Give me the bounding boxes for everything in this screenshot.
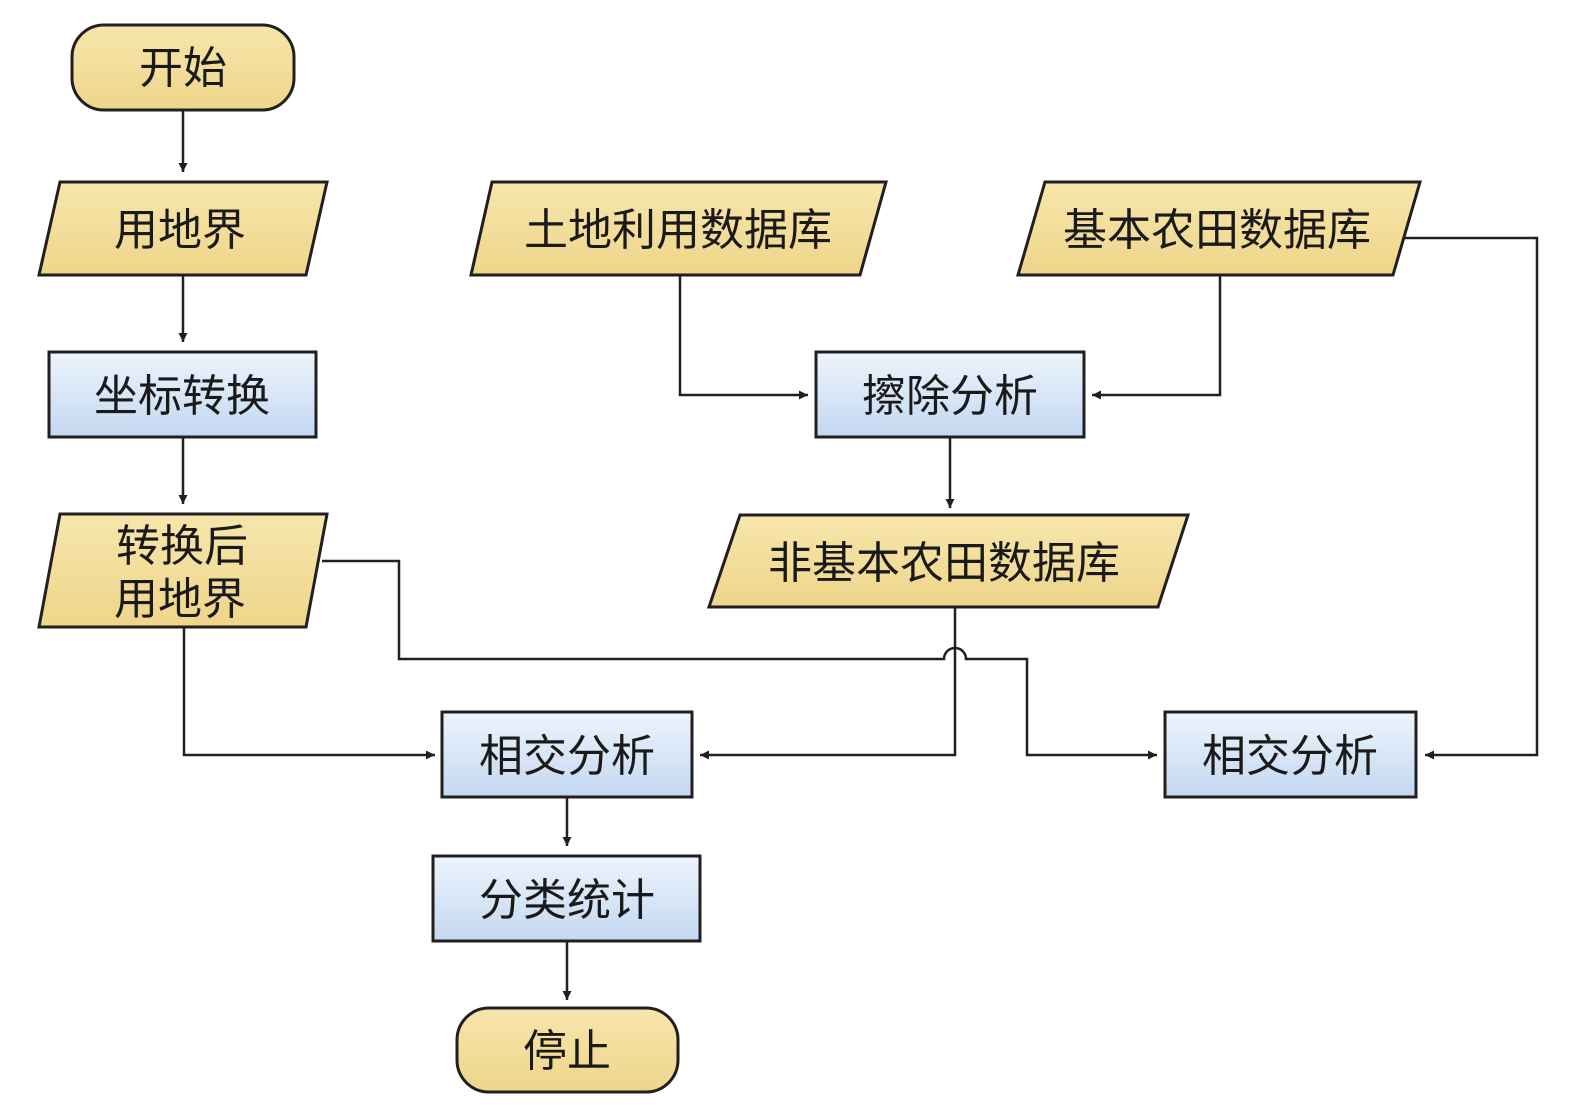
arrow-landuse-db-to-erase (678, 276, 808, 400)
coord-transform-label: 坐标转换 (94, 371, 270, 422)
arrow-farmland-db-to-intersect-right (1405, 236, 1539, 760)
converted-boundary-label-line1: 转换后 (116, 521, 248, 572)
classify-stats-label: 分类统计 (479, 875, 655, 926)
basic-farmland-db-label: 基本农田数据库 (1063, 205, 1371, 256)
connectors (178, 110, 1539, 1000)
start-node: 开始 (70, 23, 296, 112)
erase-analysis-node: 擦除分析 (814, 350, 1086, 439)
arrow-converted-to-intersect-left (182, 628, 435, 760)
intersect-analysis-right-label: 相交分析 (1202, 731, 1378, 782)
intersect-analysis-left-node: 相交分析 (440, 710, 694, 799)
converted-boundary-node: 转换后 用地界 (37, 512, 329, 629)
classify-stats-node: 分类统计 (431, 854, 702, 943)
intersect-analysis-right-node: 相交分析 (1163, 710, 1418, 799)
land-use-db-node: 土地利用数据库 (469, 180, 888, 277)
arrow-farmland-db-to-erase (1092, 276, 1222, 400)
non-basic-farmland-db-node: 非基本农田数据库 (706, 513, 1191, 609)
intersect-analysis-left-label: 相交分析 (479, 731, 655, 782)
erase-analysis-label: 擦除分析 (862, 371, 1038, 422)
landuse-boundary-node: 用地界 (37, 180, 329, 277)
arrow-nonfarmland-to-intersect-left (700, 608, 957, 760)
non-basic-farmland-db-label: 非基本农田数据库 (768, 538, 1120, 589)
arrow-converted-to-intersect-right (322, 559, 1157, 760)
coord-transform-node: 坐标转换 (47, 350, 318, 439)
converted-boundary-label-line2: 用地界 (114, 574, 246, 625)
stop-label: 停止 (523, 1026, 611, 1077)
basic-farmland-db-node: 基本农田数据库 (1016, 180, 1422, 277)
start-label: 开始 (139, 43, 227, 94)
landuse-boundary-label: 用地界 (114, 205, 246, 256)
stop-node: 停止 (455, 1006, 680, 1094)
land-use-db-label: 土地利用数据库 (524, 205, 832, 256)
